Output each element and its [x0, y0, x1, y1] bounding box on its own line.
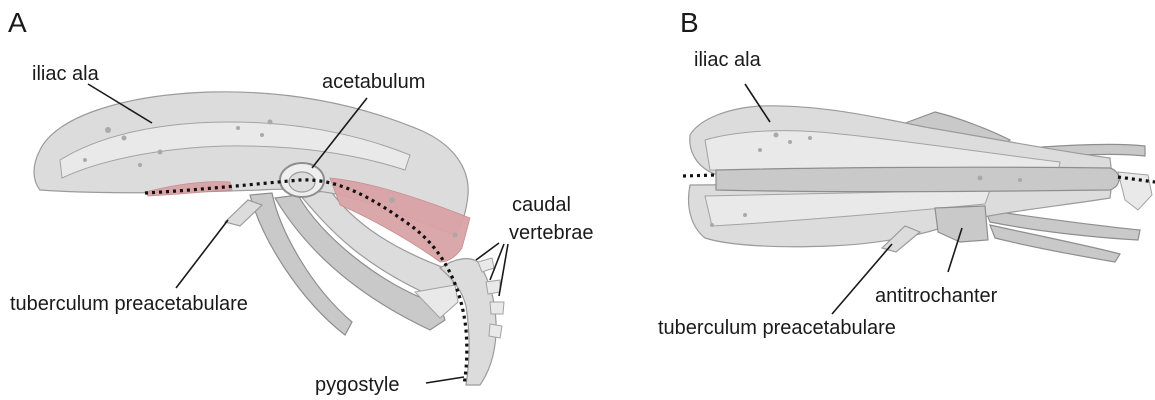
panel-a-leader-pygostyle	[426, 377, 464, 383]
panel-a-label-tuberculum: tuberculum preacetabulare	[10, 293, 248, 315]
panel-a-label-iliac-ala: iliac ala	[32, 63, 100, 85]
panel-a-label-pygostyle: pygostyle	[315, 374, 400, 396]
panel-b-letter: B	[680, 7, 699, 38]
panel-b: B	[658, 7, 1155, 339]
panel-b-synsacrum	[716, 167, 1119, 191]
panel-a-leader-tuberculum	[176, 220, 228, 288]
panel-a: A	[8, 7, 594, 396]
panel-b-antitrochanter	[935, 206, 988, 242]
panel-a-leader-caudal-1	[476, 243, 499, 260]
panel-b-label-tuberculum: tuberculum preacetabulare	[658, 317, 896, 339]
panel-b-dotted-left	[683, 175, 716, 176]
panel-a-tail	[440, 258, 504, 385]
panel-b-label-antitrochanter: antitrochanter	[875, 285, 998, 307]
panel-a-label-acetabulum: acetabulum	[322, 71, 425, 93]
panel-a-label-vertebrae: vertebrae	[509, 222, 594, 244]
panel-a-label-caudal: caudal	[512, 194, 571, 216]
panel-b-label-iliac-ala: iliac ala	[694, 49, 762, 71]
panel-a-letter: A	[8, 7, 27, 38]
